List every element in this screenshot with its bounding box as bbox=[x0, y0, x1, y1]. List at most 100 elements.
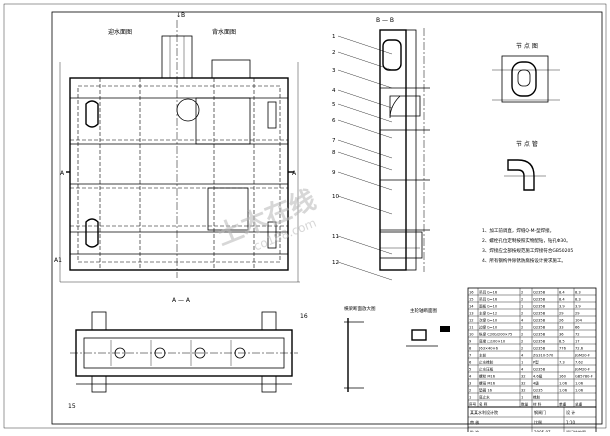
parts-table-cell: [63×40×6 bbox=[479, 346, 499, 350]
parts-table-cell: 1.06 bbox=[575, 381, 584, 385]
parts-table-cell: 螺栓 M16 bbox=[479, 373, 496, 378]
parts-table-cell: 32 bbox=[521, 388, 526, 392]
outer-border bbox=[3, 3, 607, 429]
bb-leader-label: 11 bbox=[332, 234, 339, 240]
lug-section bbox=[382, 39, 402, 71]
parts-table-cell: 4 bbox=[521, 318, 524, 322]
bb-leader-label: 6 bbox=[332, 118, 336, 124]
title-design: 设 计 bbox=[566, 409, 575, 415]
parts-table-cell: 2 bbox=[521, 290, 523, 294]
parts-table-cell: 2 bbox=[521, 332, 523, 336]
parts-table-header: 单重 bbox=[559, 401, 567, 406]
parts-table-cell: 垫圈 16 bbox=[479, 387, 493, 392]
parts-table-cell: Q235B bbox=[533, 297, 546, 301]
parts-table-cell: 主梁 b=12 bbox=[479, 310, 497, 315]
title-drawing: 钢闸门 bbox=[534, 409, 546, 415]
section-aa-title: A — A bbox=[172, 297, 191, 304]
parts-table-cell: ZG310-570 bbox=[533, 353, 554, 357]
small-left-title: 横梁断面放大图 bbox=[344, 305, 376, 312]
parts-table-cell: 1 bbox=[521, 304, 523, 308]
parts-table-cell: 止水橡胶 bbox=[479, 359, 494, 364]
parts-table-cell: 8 bbox=[469, 346, 472, 350]
parts-table-cell: 4级 bbox=[533, 380, 539, 385]
title-company: 某某水利设计院 bbox=[470, 409, 498, 415]
parts-table-cell: 66 bbox=[575, 325, 580, 329]
note-2: 2、螺栓孔位定制按照实物配钻，钻孔Φ30。 bbox=[482, 237, 571, 244]
small-view-right: 主轮轴断面图 bbox=[406, 307, 450, 347]
parts-table-cell: 7 bbox=[469, 353, 471, 357]
top-lug-right bbox=[211, 59, 251, 79]
bolt-hole bbox=[194, 347, 206, 359]
parts-table-cell: 14 bbox=[469, 304, 474, 308]
title-scale-value: 1:10 bbox=[566, 420, 575, 425]
parts-table-cell: 4 bbox=[521, 367, 524, 371]
parts-table-cell: Q235B bbox=[533, 332, 546, 336]
title-scale: 比例 bbox=[534, 419, 542, 425]
small-right-title: 主轮轴断面图 bbox=[410, 307, 437, 314]
parts-table-cell: 5 bbox=[469, 367, 471, 371]
detail-top: 节 点 图 bbox=[492, 42, 560, 103]
parts-table-cell: 16 bbox=[469, 290, 474, 294]
parts-table-cell: 螺母 M16 bbox=[479, 380, 496, 385]
parts-table-cell: 次梁 b=10 bbox=[479, 317, 498, 322]
wheel-left-upper bbox=[85, 100, 99, 128]
bb-leader-label: 10 bbox=[332, 194, 339, 200]
parts-table-cell: 12 bbox=[469, 318, 474, 322]
parts-table-cell: 13 bbox=[469, 311, 474, 315]
parts-table-cell: 2 bbox=[469, 388, 471, 392]
front-view: 迎水面图 背水面图 ↓B bbox=[54, 12, 300, 283]
drawing-frame bbox=[51, 11, 603, 425]
parts-table-cell: 10 bbox=[469, 332, 474, 336]
parts-table-cell: 72 bbox=[575, 332, 580, 336]
parts-table-cell: 2 bbox=[521, 339, 523, 343]
parts-table-cell: 8.5 bbox=[559, 339, 565, 343]
parts-table-cell: 2 bbox=[521, 311, 523, 315]
parts-table-cell: 4 bbox=[469, 374, 472, 378]
parts-table-cell: 1.06 bbox=[575, 388, 584, 392]
parts-table-cell: 3.9 bbox=[575, 304, 581, 308]
parts-table-header: 名 称 bbox=[479, 401, 488, 406]
parts-table-cell: 3 bbox=[469, 381, 471, 385]
bb-leader-label: 12 bbox=[332, 260, 339, 266]
detail-mid: 节 点 管 bbox=[504, 140, 546, 191]
parts-table-cell: 1 bbox=[469, 395, 471, 399]
parts-table-cell: Q235B bbox=[533, 311, 546, 315]
parts-table-cell: Q235B bbox=[533, 346, 546, 350]
parts-table-cell: 33 bbox=[559, 325, 564, 329]
watermark: 土木在线 co188.com bbox=[213, 185, 321, 254]
parts-table-cell: 104 bbox=[575, 318, 583, 322]
parts-table-cell: 4 bbox=[521, 353, 524, 357]
parts-table-cell: 1 bbox=[521, 360, 523, 364]
section-aa: A — A 15 16 bbox=[68, 297, 308, 410]
parts-table-cell: Q235B bbox=[533, 339, 546, 343]
note-4: 4、所有钢构件除锈防腐按设计要求施工。 bbox=[482, 257, 566, 264]
parts-table-cell: 8.3 bbox=[575, 297, 581, 301]
parts-table-cell: 止水压板 bbox=[479, 366, 494, 371]
section-aa-right-label: 16 bbox=[300, 313, 308, 320]
bb-leader-label: 7 bbox=[332, 138, 336, 144]
detail-mid-title: 节 点 管 bbox=[516, 140, 538, 148]
parts-table-header: 总重 bbox=[575, 401, 583, 406]
parts-table-cell: 吊耳 b=16 bbox=[479, 289, 498, 294]
parts-table-header: 材 料 bbox=[533, 401, 542, 406]
parts-table-cell: 吊耳 b=16 bbox=[479, 296, 498, 301]
parts-table-cell: 1.06 bbox=[559, 388, 568, 392]
manhole-circle bbox=[176, 98, 200, 122]
bb-leader-label: 4 bbox=[332, 88, 336, 94]
parts-table-cell: JGM20-F bbox=[574, 367, 590, 371]
parts-table-cell: 776 bbox=[559, 346, 567, 350]
side-label-a1: A1 bbox=[54, 257, 62, 264]
parts-table-cell: 1.06 bbox=[559, 381, 568, 385]
small-view-left: 横梁断面放大图 bbox=[344, 305, 376, 392]
title-check: 审 核 bbox=[470, 419, 479, 425]
parts-table-cell: 11 bbox=[469, 325, 474, 329]
parts-table-cell: 26 bbox=[559, 318, 564, 322]
parts-table-cell: P型 bbox=[533, 359, 539, 364]
parts-table-cell: 2 bbox=[521, 346, 523, 350]
parts-table-cell: 面板 b=10 bbox=[479, 303, 498, 308]
bb-leader-label: 8 bbox=[332, 150, 336, 156]
parts-table-cell: 7.62 bbox=[575, 360, 583, 364]
parts-table-cell: 橡胶 bbox=[533, 394, 541, 399]
parts-table-header: 数量 bbox=[521, 401, 529, 406]
